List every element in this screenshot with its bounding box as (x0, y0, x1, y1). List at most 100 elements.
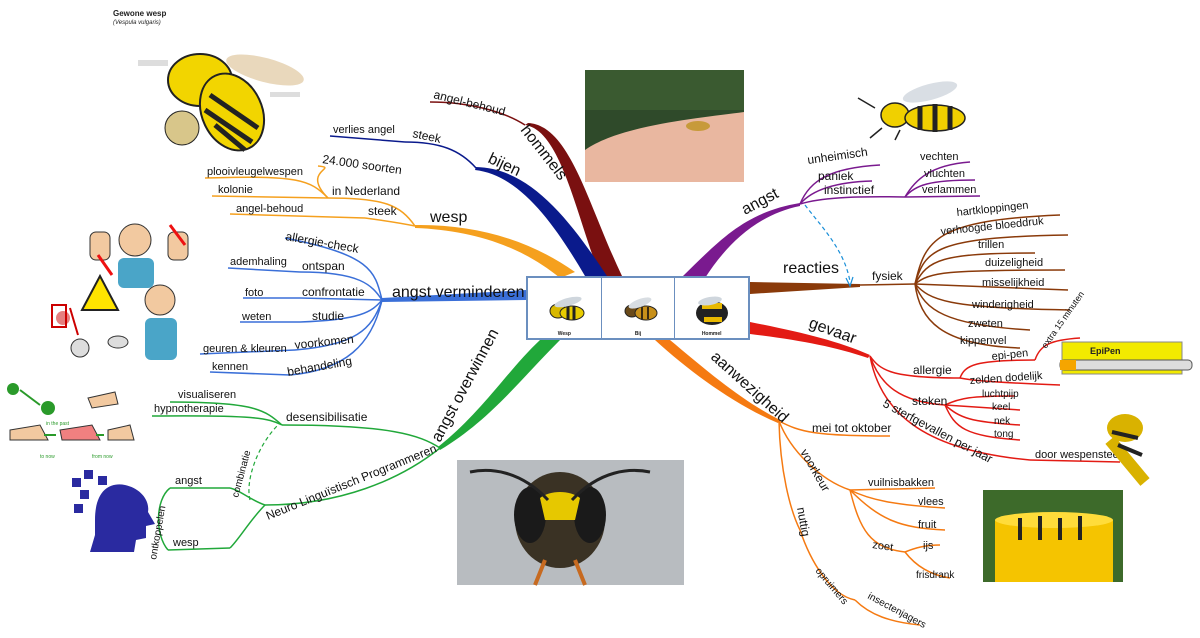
label-ademhaling: ademhaling (230, 256, 287, 268)
label-steek-wesp: steek (368, 204, 398, 218)
label-desensibilisatie: desensibilisatie (286, 410, 368, 424)
label-wesp: wesp (429, 209, 467, 226)
label-24000-soorten: 24.000 soorten (322, 152, 403, 177)
label-duizeligheid: duizeligheid (985, 257, 1043, 269)
label-vechten: vechten (920, 151, 959, 163)
label-extra-15-minuten: extra 15 minuten (1039, 289, 1086, 350)
label-nuttig: nuttig (794, 506, 813, 537)
label-verlies-angel: verlies angel (333, 124, 395, 136)
wasp-face-closeup-photo (457, 460, 684, 586)
wasp-infographic-image (138, 53, 304, 152)
label-angel-behoud-hommels: angel-behoud (432, 87, 507, 118)
label-zweten: zweten (968, 318, 1003, 330)
label-geuren-kleuren: geuren & kleuren (203, 343, 287, 355)
branch-verminderen (382, 290, 526, 302)
label-foto: foto (245, 287, 263, 299)
label-nlp-wesp: wesp (172, 537, 199, 549)
label-keel: keel (992, 402, 1010, 413)
label-angst-verminderen: angst verminderen (392, 284, 525, 301)
branch-bijen (475, 167, 607, 276)
central-cell-hommel-label: Hommel (701, 331, 722, 337)
label-confrontatie: confrontatie (302, 285, 365, 299)
label-voorkeur: voorkeur (797, 447, 832, 494)
label-instinctief: instinctief (824, 183, 875, 197)
desens-label-from-now: from now (92, 454, 113, 460)
label-trillen: trillen (978, 239, 1004, 251)
label-angel-behoud-wesp: angel-behoud (236, 203, 303, 215)
label-vuilnisbakken: vuilnisbakken (868, 477, 934, 489)
label-verlammen: verlammen (922, 184, 976, 196)
label-unheimisch: unheimisch (806, 145, 868, 167)
label-plooivleugelwespen: plooivleugelwespen (207, 166, 303, 178)
label-steek-bijen: steek (411, 126, 443, 146)
label-paniek: paniek (818, 169, 854, 183)
label-hypnotherapie: hypnotherapie (154, 403, 224, 415)
branch-hommels (525, 123, 622, 276)
wasp-on-finger-photo (585, 70, 744, 182)
infographic-title: Gewone wesp (Vespula vulgaris) (113, 9, 167, 26)
label-ijs: ijs (923, 540, 934, 552)
label-zelden-dodelijk: zelden dodelijk (969, 370, 1043, 387)
branch-overwinnen (438, 340, 560, 450)
label-allergie: allergie (913, 363, 952, 377)
label-ontkoppelen: ontkoppelen (148, 505, 168, 561)
branch-gevaar (750, 322, 870, 358)
wasp-stinger-photo (1105, 414, 1150, 486)
label-luchtpijp: luchtpijp (982, 389, 1019, 400)
desensitization-diagram-image: in the past to now from now (7, 383, 135, 460)
label-verhoogde-bloeddruk: verhoogde bloeddruk (940, 215, 1045, 238)
branch-angst (683, 203, 800, 278)
label-steken: steken (912, 394, 947, 408)
label-zoet: zoet (872, 539, 894, 554)
label-behandeling: behandeling (286, 354, 353, 379)
label-opruimers: opruimers (813, 566, 850, 607)
label-frisdrank: frisdrank (916, 570, 955, 581)
desens-label-past: in the past (46, 421, 70, 427)
prevention-icons-image (51, 273, 177, 360)
label-fruit: fruit (918, 519, 936, 531)
scared-man-image (89, 223, 189, 288)
label-kolonie: kolonie (218, 184, 253, 196)
label-reacties: reacties (783, 260, 839, 277)
label-nek: nek (994, 416, 1011, 427)
epipen-brand-label: EpiPen (1090, 346, 1121, 356)
wasp-icon (549, 296, 585, 321)
central-cell-bij-label: Bij (634, 331, 642, 337)
label-vluchten: vluchten (924, 168, 965, 180)
central-cell-wesp-label: Wesp (557, 331, 571, 337)
branch-wesp (415, 224, 575, 278)
label-nlp-angst: angst (175, 475, 202, 487)
label-insectenjagers: insectenjagers (866, 591, 928, 631)
wasp-illustration-top-right (857, 81, 966, 141)
desens-label-to-now: to now (40, 454, 55, 460)
epipen-image: EpiPen (1059, 341, 1193, 375)
bee-icon (624, 297, 658, 321)
label-combinatie: combinatie (230, 449, 253, 499)
central-cell-bij: Bij (602, 278, 676, 338)
label-ontspan: ontspan (302, 259, 345, 273)
label-tong: tong (994, 429, 1013, 440)
label-winderigheid: winderigheid (971, 299, 1034, 311)
branch-reacties (750, 282, 860, 294)
label-vlees: vlees (918, 496, 944, 508)
label-allergie-check: allergie-check (284, 229, 360, 256)
label-mei-tot-oktober: mei tot oktober (812, 421, 891, 435)
central-cell-wesp: Wesp (528, 278, 602, 338)
label-in-nederland: in Nederland (332, 184, 400, 198)
infographic-title-text: Gewone wesp (113, 9, 167, 18)
bumblebee-icon (695, 296, 728, 325)
label-kippenvel: kippenvel (960, 335, 1006, 347)
label-kennen: kennen (212, 361, 248, 373)
puzzle-head-image (72, 470, 155, 552)
label-nlp: Neuro Linguïstisch Programmeren (264, 441, 439, 522)
label-visualiseren: visualiseren (178, 389, 236, 401)
label-weten: weten (241, 311, 271, 323)
central-card: Wesp Bij Hommel (526, 276, 750, 340)
label-hartkloppingen: hartkloppingen (956, 200, 1029, 219)
label-misselijkheid: misselijkheid (982, 277, 1044, 289)
label-fysiek: fysiek (872, 269, 904, 283)
label-voorkomen: voorkomen (294, 332, 355, 352)
label-epi-pen: epi-pen (991, 347, 1029, 363)
infographic-subtitle: (Vespula vulgaris) (113, 19, 161, 26)
